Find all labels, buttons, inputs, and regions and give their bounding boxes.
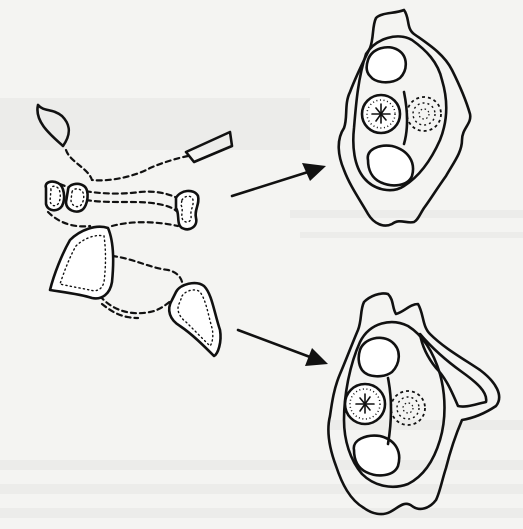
lower-cell-nucleus-right-core (403, 403, 413, 413)
ghost-heading-band (0, 98, 310, 150)
ghost-text-line (0, 508, 523, 518)
lower-cell-side-lobe (420, 334, 486, 407)
upper-target-cell (339, 10, 471, 226)
lower-cell-nucleus-right (391, 391, 425, 425)
lower-cell-bottom-vacuole (354, 436, 399, 476)
lower-arrow (238, 330, 328, 366)
upper-cell-partition (404, 92, 407, 144)
upper-arrow-shaft (232, 172, 308, 196)
connecting-membrane-3 (86, 200, 180, 216)
connecting-membrane-1 (66, 150, 188, 180)
upper-cell-bottom-vacuole (368, 146, 413, 186)
connecting-membrane-4 (48, 212, 90, 226)
ghost-text-line (290, 210, 523, 218)
upper-cell-nucleus-right-ring (413, 103, 435, 125)
bleed-through-ghosts (0, 98, 523, 518)
lower-fragment (169, 283, 220, 356)
upper-cell-nucleus-right-core (419, 109, 429, 119)
upper-cell-outer-outline (339, 10, 471, 226)
lower-cell-top-vacuole (359, 338, 399, 376)
ghost-text-line (300, 232, 523, 238)
connecting-membrane-5 (112, 222, 178, 226)
lower-target-cell (328, 293, 499, 514)
right-fragment (176, 191, 198, 229)
lower-cell-nucleus-right-ring (397, 397, 419, 419)
connecting-membrane-8 (102, 304, 138, 318)
connecting-membrane-6 (112, 256, 182, 288)
upper-cell-nucleus-right (407, 97, 441, 131)
upper-arrow (232, 163, 326, 196)
lower-arrow-shaft (238, 330, 310, 357)
upper-cell-top-vacuole (367, 47, 406, 82)
ghost-text-line (0, 484, 523, 494)
